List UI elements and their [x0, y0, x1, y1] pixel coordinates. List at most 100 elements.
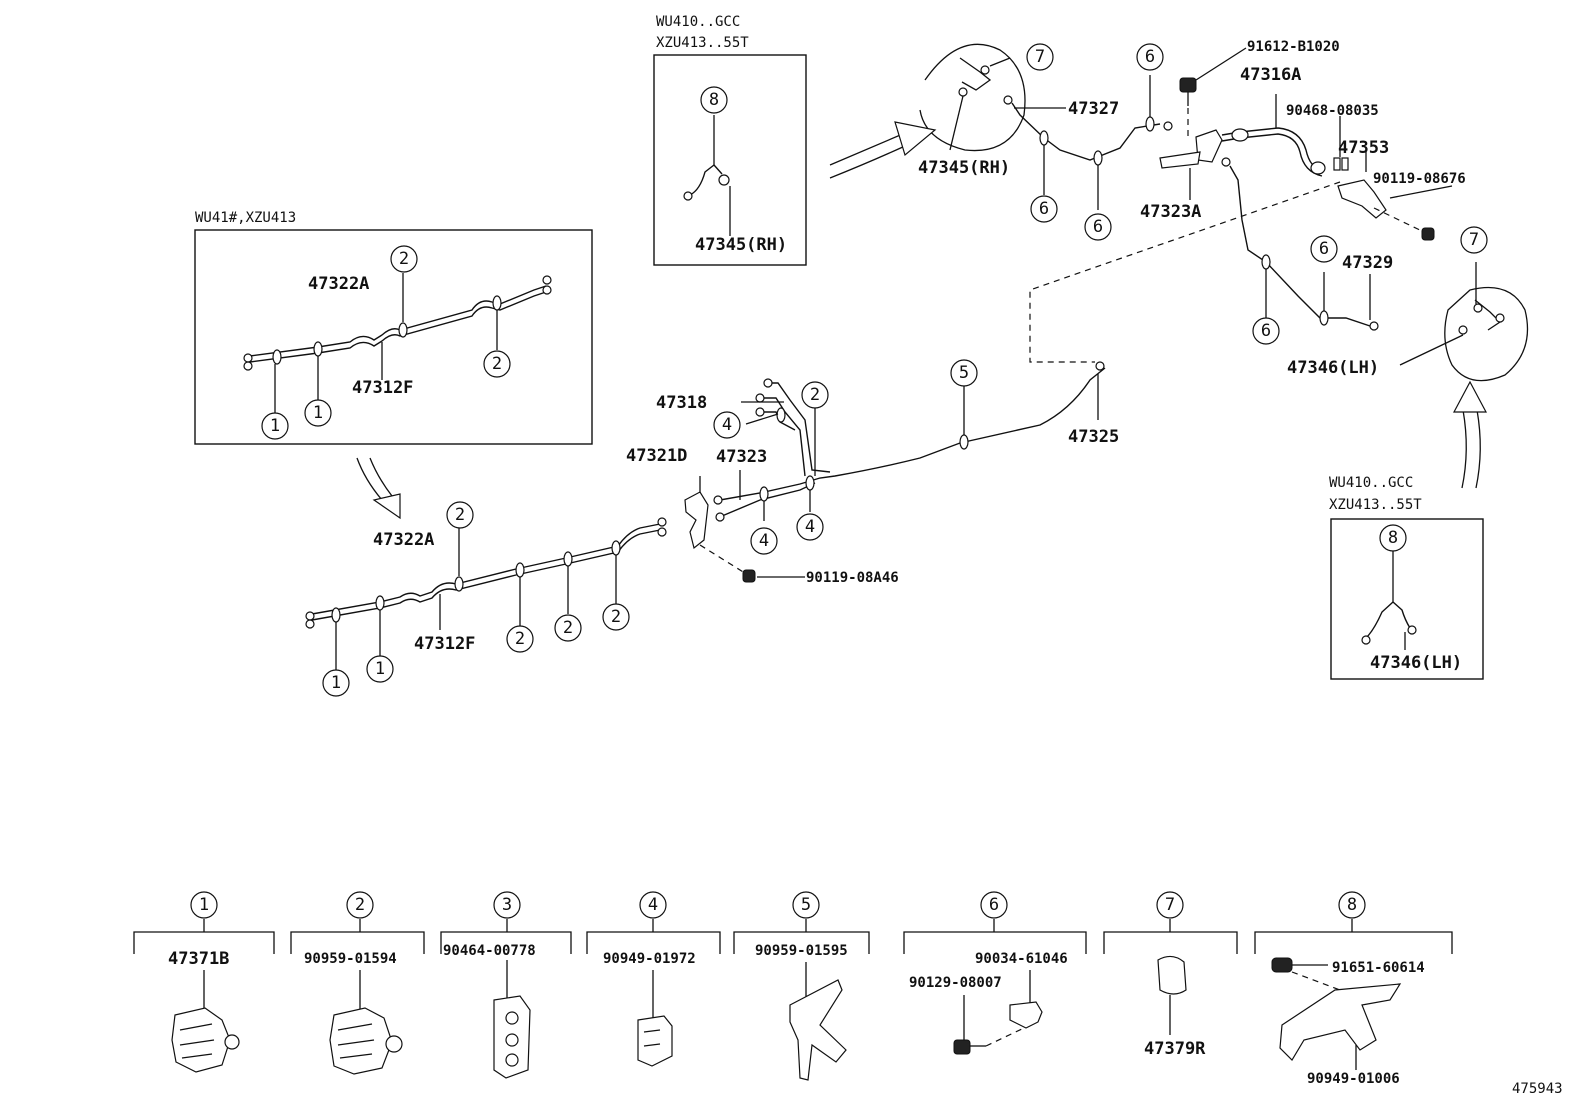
svg-text:1: 1	[199, 895, 209, 915]
svg-text:2: 2	[611, 607, 621, 627]
svg-text:2: 2	[810, 385, 820, 405]
callout-2: 2	[390, 245, 418, 273]
svg-text:8: 8	[1347, 895, 1357, 915]
clip-3-drawing	[493, 960, 531, 1079]
label-47346LH-inset: 47346(LH)	[1370, 653, 1462, 673]
label-47345RH-inset: 47345(RH)	[695, 235, 787, 255]
callout-6: 6	[1084, 213, 1112, 241]
callout-2: 2	[506, 625, 534, 653]
legend-callout-3: 3	[493, 891, 521, 919]
inset-wu41-header: WU41#,XZU413	[195, 210, 296, 226]
legend-7-part: 47379R	[1144, 1039, 1206, 1059]
label-47325: 47325	[1068, 427, 1119, 447]
label-47316A: 47316A	[1240, 65, 1301, 85]
svg-text:2: 2	[515, 629, 525, 649]
callout-1: 1	[366, 655, 394, 683]
arrows	[356, 121, 1487, 520]
callout-2: 2	[483, 350, 511, 378]
label-90119-08676: 90119-08676	[1373, 171, 1466, 187]
part-labels: 47322A 47312F 47322A 47312F 47318 47321D…	[308, 39, 1466, 673]
legend-callout-8: 8	[1338, 891, 1366, 919]
svg-text:4: 4	[648, 895, 658, 915]
label-47323: 47323	[716, 447, 767, 467]
svg-text:1: 1	[270, 416, 280, 436]
legend-callout-2: 2	[346, 891, 374, 919]
callout-6: 6	[1136, 43, 1164, 71]
label-47322A: 47322A	[373, 530, 434, 550]
center-pipes	[713, 361, 1106, 522]
clip-6-drawing	[953, 970, 1043, 1055]
svg-text:1: 1	[375, 659, 385, 679]
svg-text:5: 5	[801, 895, 811, 915]
svg-text:5: 5	[959, 363, 969, 383]
callout-4: 4	[713, 411, 741, 439]
svg-text:6: 6	[989, 895, 999, 915]
inset-rh-header-2: XZU413..55T	[656, 35, 749, 51]
callout-6: 6	[1310, 235, 1338, 263]
callout-2: 2	[446, 501, 474, 529]
clip-8-drawing	[1271, 957, 1402, 1070]
main-left-pipes	[305, 517, 667, 670]
callout-1: 1	[322, 669, 350, 697]
clip-4-drawing	[637, 970, 673, 1067]
legend-6-part-b: 90129-08007	[909, 975, 1002, 991]
label-47318: 47318	[656, 393, 707, 413]
callout-2: 2	[801, 381, 829, 409]
svg-text:8: 8	[709, 90, 719, 110]
clip-5-drawing	[789, 962, 847, 1081]
callout-7: 7	[1460, 226, 1488, 254]
svg-text:4: 4	[759, 531, 769, 551]
label-47323A: 47323A	[1140, 202, 1201, 222]
legend-callout-7: 7	[1156, 891, 1184, 919]
svg-text:6: 6	[1093, 217, 1103, 237]
label-91612-B1020: 91612-B1020	[1247, 39, 1340, 55]
legend-6-part-a: 90034-61046	[975, 951, 1068, 967]
svg-text:6: 6	[1319, 239, 1329, 259]
svg-text:7: 7	[1165, 895, 1175, 915]
svg-text:4: 4	[805, 517, 815, 537]
svg-text:8: 8	[1388, 528, 1398, 548]
clip-1-drawing	[171, 970, 240, 1073]
svg-text:2: 2	[399, 249, 409, 269]
legend-1-part: 47371B	[168, 949, 229, 969]
svg-text:4: 4	[722, 415, 732, 435]
callout-2: 2	[602, 603, 630, 631]
label-47312F: 47312F	[414, 634, 475, 654]
svg-text:2: 2	[563, 618, 573, 638]
svg-text:2: 2	[355, 895, 365, 915]
label-47329: 47329	[1342, 253, 1393, 273]
right-upper-pipes	[1003, 47, 1453, 363]
svg-text:6: 6	[1145, 47, 1155, 67]
inset-wu41-pipes	[243, 273, 552, 413]
inset-lh-contents	[1361, 551, 1417, 650]
inset-rh-header-1: WU410..GCC	[656, 14, 740, 30]
label-90119-08A46: 90119-08A46	[806, 570, 899, 586]
label-47327: 47327	[1068, 99, 1119, 119]
legend-3-part: 90464-00778	[443, 943, 536, 959]
legend-callout-6: 6	[980, 891, 1008, 919]
callout-7: 7	[1026, 43, 1054, 71]
svg-text:2: 2	[492, 354, 502, 374]
callout-6: 6	[1030, 195, 1058, 223]
svg-text:2: 2	[455, 505, 465, 525]
legend-5-part: 90959-01595	[755, 943, 848, 959]
legend-8-part-b: 90949-01006	[1307, 1071, 1400, 1087]
inset-box-lh	[1330, 518, 1484, 680]
svg-text:3: 3	[502, 895, 512, 915]
svg-text:6: 6	[1039, 199, 1049, 219]
clip-7-drawing	[1157, 955, 1187, 1035]
svg-text:7: 7	[1469, 230, 1479, 250]
callout-1: 1	[304, 399, 332, 427]
svg-text:7: 7	[1035, 47, 1045, 67]
clip-2-drawing	[329, 970, 403, 1075]
diagram-id: 475943	[1512, 1081, 1563, 1097]
inset-lh-header-2: XZU413..55T	[1329, 497, 1422, 513]
legend-4-part: 90949-01972	[603, 951, 696, 967]
callout-8: 8	[1379, 524, 1407, 552]
detail-circle-rh	[919, 43, 1026, 152]
callout-4: 4	[750, 527, 778, 555]
svg-text:1: 1	[313, 403, 323, 423]
label-47321D: 47321D	[626, 446, 687, 466]
bracket-47321D	[684, 476, 805, 583]
